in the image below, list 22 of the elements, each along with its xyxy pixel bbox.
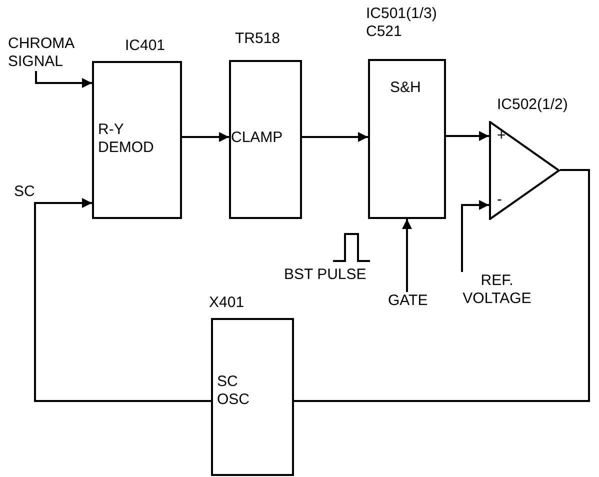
signal-arrow bbox=[446, 131, 489, 141]
part-number: X401 bbox=[209, 294, 246, 312]
input-polarity: + bbox=[497, 127, 506, 145]
part-number: TR518 bbox=[235, 30, 282, 48]
block-name: SC OSC bbox=[217, 373, 251, 409]
signal-name: GATE bbox=[388, 292, 429, 310]
signal-arrow bbox=[402, 219, 412, 292]
signal-arrow bbox=[34, 198, 211, 402]
block-name: R-Y DEMOD bbox=[98, 121, 155, 157]
signal-arrow bbox=[302, 132, 368, 142]
part-number: IC401 bbox=[125, 37, 166, 55]
signal-name: BST PULSE bbox=[284, 266, 366, 284]
signal-arrow bbox=[461, 200, 489, 272]
signal-arrow bbox=[182, 132, 229, 142]
part-number: IC501(1/3) C521 bbox=[366, 5, 438, 41]
block-name: S&H bbox=[390, 79, 422, 97]
input-polarity: - bbox=[497, 191, 502, 209]
part-number: IC502(1/2) bbox=[497, 96, 569, 114]
signal-arrow bbox=[35, 71, 92, 88]
signal-name: REF. VOLTAGE bbox=[462, 272, 532, 308]
signal-name: CHROMA SIGNAL bbox=[8, 35, 76, 71]
block-name: CLAMP bbox=[231, 129, 284, 147]
